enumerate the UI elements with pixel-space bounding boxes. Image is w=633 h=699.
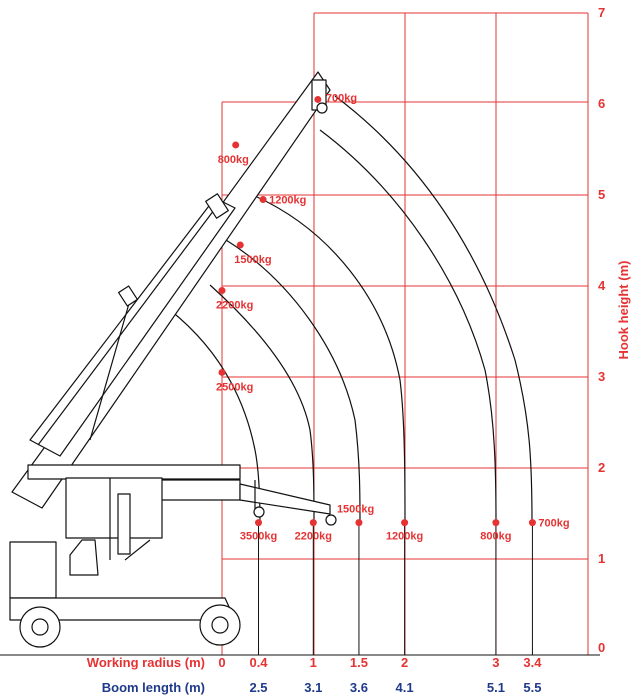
y-tick-label: 1 [598,551,605,566]
load-point-dot [255,519,263,527]
front-wheel-hub [211,616,229,634]
boom-cylinder-rod [37,201,221,446]
boom-head-hook [316,102,328,114]
load-point-dot [232,141,240,149]
curve-700kg [334,95,533,525]
crane-machine-illustration [9,71,337,648]
boom-tick-label: 5.5 [523,680,541,695]
load-point-label: 3500kg [240,531,277,543]
jib-hook-3500 [253,506,265,518]
radius-tick-label: 2 [401,655,408,670]
y-tick-label: 0 [598,640,605,655]
load-point-label: 1200kg [269,195,306,207]
load-point-dot [492,519,500,527]
y-tick-label: 3 [598,369,605,384]
boom-tick-label: 3.6 [350,680,368,695]
y-tick-label: 4 [598,278,606,293]
steering-column [124,539,151,561]
upper-load-points: 700kg 800kg 1200kg 1500kg 2200kg 2500kg [216,92,357,393]
radius-tick-label: 3.4 [523,655,542,670]
radius-tick-label: 0.4 [249,655,268,670]
boom-length-ticks: 2.5 3.1 3.6 4.1 5.1 5.5 [249,680,541,695]
lower-load-points: 3500kg 2200kg 1500kg 1200kg 800kg 700kg [240,504,570,655]
jib-extension [239,483,331,515]
load-point-label: 2500kg [216,381,253,393]
load-point-dot [314,95,322,103]
boom-length-label: Boom length (m) [102,680,205,695]
boom-cylinder [29,197,236,457]
operator-seat [69,539,99,576]
radius-tick-label: 0 [218,655,225,670]
load-point-label: 800kg [218,154,249,166]
working-radius-label: Working radius (m) [87,655,205,670]
jib-frame-top [27,464,241,480]
load-point-label: 700kg [326,92,357,104]
load-point-label: 700kg [538,518,569,530]
cab-frame [65,477,163,539]
curve-800kg [319,129,497,525]
boom-bracket [118,285,138,307]
hydraulic-cylinder [117,493,131,555]
curve-2200kg [209,284,315,525]
load-point-label: 1500kg [234,254,271,266]
curve-1200kg [254,195,406,525]
radius-tick-label: 1 [310,655,317,670]
jib-hook-1500 [325,514,337,526]
load-point-dot [259,196,267,204]
load-point-dot [218,368,226,376]
rear-wheel-hub [31,618,49,636]
jib-arm [149,479,241,501]
reach-curves [169,95,533,525]
boom-mid-bracket [205,193,229,219]
radius-tick-label: 1.5 [350,655,368,670]
y-tick-label: 7 [598,5,605,20]
load-point-dot [309,519,317,527]
load-point-dot [236,241,244,249]
hook-height-axis-label: Hook height (m) [616,261,631,360]
boom-brace [89,299,131,441]
load-point-label: 800kg [480,531,511,543]
boom-tick-label: 4.1 [396,680,414,695]
boom-tick-label: 2.5 [249,680,267,695]
radius-tick-label: 3 [492,655,499,670]
y-tick-label: 2 [598,460,605,475]
curve-1500kg [225,239,361,525]
hook-height-ticks: 7 6 5 4 3 2 1 0 [598,5,606,655]
load-point-dot [401,519,409,527]
load-point-dot [528,519,536,527]
load-point-label: 1500kg [337,504,374,516]
boom-tick-label: 3.1 [304,680,322,695]
load-point-dot [355,519,363,527]
load-point-label: 1200kg [386,531,423,543]
rear-counterweight [9,541,57,599]
working-radius-ticks: 0 0.4 1 1.5 2 3 3.4 [218,655,542,670]
boom-tick-label: 5.1 [487,680,505,695]
load-point-dot [218,287,226,295]
load-point-label: 2200kg [216,300,253,312]
load-point-label: 2200kg [295,531,332,543]
y-tick-label: 5 [598,187,605,202]
y-tick-label: 6 [598,96,605,111]
